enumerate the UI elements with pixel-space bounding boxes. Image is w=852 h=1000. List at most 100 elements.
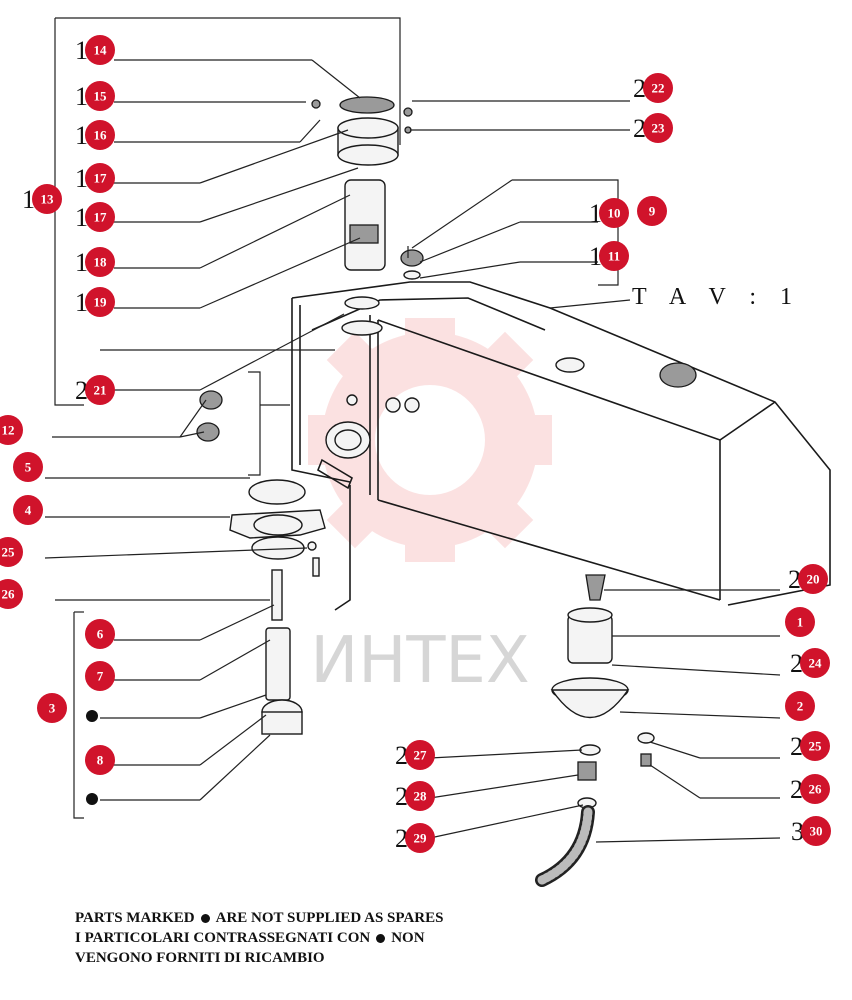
callout-badge [800,648,830,678]
callout-15: 1 15 [75,81,115,111]
callout-badge [405,781,435,811]
leader-lines [44,59,781,843]
note-line-3: VENGONO FORNITI DI RICAMBIO [75,948,443,968]
callout-prefix: 1 [589,242,602,271]
callout-number: 16 [94,128,108,143]
callout-badge [32,184,62,214]
callout-number: 14 [94,43,108,58]
callout-badge [85,120,115,150]
callout-badge [85,202,115,232]
bullet-dot-icon [376,934,386,944]
callout-badge [643,73,673,103]
callout-number: 24 [809,656,823,671]
callout-badge [13,495,43,525]
note-line-3-text: VENGONO FORNITI DI RICAMBIO [75,950,325,966]
bullet-dot-icon [200,914,210,924]
callout-3: 3 [37,693,67,723]
callout-5: 5 [13,452,43,482]
callout-prefix: 2 [790,732,803,761]
callout-number: 3 [49,701,56,716]
callout-badge [85,81,115,111]
callout-number: 28 [414,789,428,804]
callout-25: 25 [0,537,23,567]
callout-number: 17 [94,171,108,186]
callout-badge [800,731,830,761]
callout-prefix: 2 [790,649,803,678]
callout-number: 15 [94,89,108,104]
callout-badge [405,823,435,853]
bracket-lines [52,17,631,819]
callout-number: 22 [652,81,665,96]
not-supplied-dot-icon [86,710,98,722]
callout-badge [85,745,115,775]
callout-26: 26 [0,579,23,609]
callout-badge [85,619,115,649]
callout-badge [0,579,23,609]
callout-number: 25 [809,739,823,754]
callout-prefix: 2 [633,74,646,103]
callout-badge [85,287,115,317]
callout-number: 21 [94,383,107,398]
callout-9: 9 [637,196,667,226]
callout-badge [85,163,115,193]
note-line-2-text: I PARTICOLARI CONTRASSEGNATI CON [75,930,371,946]
callout-number: 20 [807,572,820,587]
callout-badge [800,774,830,804]
note-line-1-text: PARTS MARKED [75,910,195,926]
callout-prefix: 2 [75,376,88,405]
note-line-2-text-end: NON [391,930,425,946]
callout-number: 29 [414,831,428,846]
callout-28: 2 28 [395,781,435,811]
callout-1: 1 [785,607,815,637]
callout-badge [643,113,673,143]
callout-prefix: 1 [75,36,88,65]
callout-number: 30 [810,824,823,839]
level-gauge [400,246,424,280]
callout-number: 6 [97,627,104,642]
callout-prefix: 1 [75,82,88,111]
callout-prefix: 2 [395,782,408,811]
callout-badge [405,740,435,770]
callout-number: 11 [608,249,620,264]
callout-30: 3 30 [791,816,831,846]
callout-badge [798,564,828,594]
callout-badge [785,607,815,637]
callout-2: 2 [785,691,815,721]
callout-17: 1 17 [75,202,115,232]
callout-25: 2 25 [790,731,830,761]
callout-number: 23 [652,121,666,136]
callout-number: 25 [2,545,16,560]
callout-badge [85,375,115,405]
callout-7: 7 [85,661,115,691]
callout-8: 8 [85,745,115,775]
callout-number: 9 [649,204,656,219]
callout-prefix: 1 [75,203,88,232]
callout-number: 27 [414,748,428,763]
not-supplied-dot-icon [86,793,98,805]
callout-badge [0,415,23,445]
sheet-label: T A V : 1 [632,284,802,310]
callout-prefix: 3 [791,817,804,846]
callout-badge [85,247,115,277]
callout-number: 13 [41,192,55,207]
callout-badge [801,816,831,846]
callout-number: 2 [797,699,804,714]
callout-number: 19 [94,295,108,310]
callout-12: 12 [0,415,23,445]
callout-number: 17 [94,210,108,225]
